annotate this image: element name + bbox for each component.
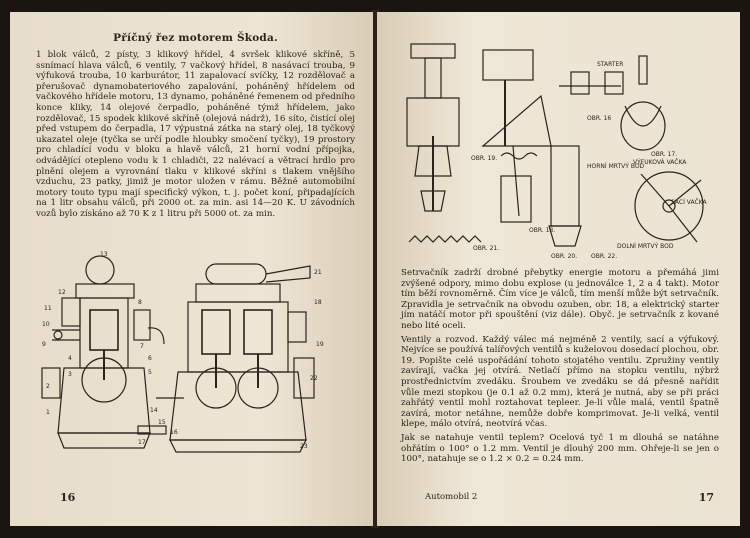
svg-text:16: 16 [170, 429, 178, 436]
valves-paragraph: Ventily a rozvod. Každý válec má nejméně… [401, 334, 719, 430]
svg-text:15: 15 [158, 419, 166, 426]
svg-text:23: 23 [300, 443, 308, 450]
svg-text:9: 9 [42, 341, 46, 348]
left-page-title: Příčný řez motorem Škoda. [113, 32, 278, 44]
valve-expansion-paragraph: Jak se natahuje ventil teplem? Ocelová t… [401, 432, 719, 465]
svg-text:21: 21 [314, 269, 322, 276]
fig20-title: OBR. 20. [551, 253, 577, 260]
book-gutter [371, 10, 379, 528]
right-page-text: Setrvačník zadrží drobné přebytky energi… [401, 268, 719, 465]
intake-cam-label: SACÍ VAČKA [671, 199, 708, 206]
bottom-dead-center-label: DOLNÍ MRTVÝ BOD [617, 243, 674, 250]
flywheel-paragraph: Setrvačník zadrží drobné přebytky energi… [401, 268, 719, 331]
svg-text:22: 22 [310, 375, 318, 382]
right-page-footer: Automobil 2 [425, 492, 478, 502]
svg-text:7: 7 [140, 343, 144, 350]
svg-text:11: 11 [44, 305, 52, 312]
svg-text:5: 5 [148, 369, 152, 376]
svg-text:17: 17 [138, 439, 146, 446]
svg-text:13: 13 [100, 251, 108, 258]
right-page-number: 17 [698, 491, 714, 504]
svg-text:10: 10 [42, 321, 50, 328]
svg-text:8: 8 [138, 299, 142, 306]
svg-text:4: 4 [68, 355, 72, 362]
right-page: OBR. 21. OBR. 19. OBR. 16 OBR. 17. OBR. … [377, 12, 740, 526]
left-page: Příčný řez motorem Škoda. 1 blok válců, … [10, 12, 373, 526]
svg-text:18: 18 [314, 299, 322, 306]
svg-text:1: 1 [46, 409, 50, 416]
svg-text:2: 2 [46, 383, 50, 390]
left-page-number: 16 [60, 491, 76, 504]
svg-text:19: 19 [316, 341, 324, 348]
svg-text:6: 6 [148, 355, 152, 362]
fig16-title: OBR. 16 [587, 115, 611, 122]
svg-text:3: 3 [68, 371, 72, 378]
valve-flywheel-figures: OBR. 21. OBR. 19. OBR. 16 OBR. 17. OBR. … [406, 43, 708, 260]
top-dead-center-label: HORNÍ MRTVÝ BOD [587, 163, 645, 170]
fig19-title: OBR. 19. [471, 155, 497, 162]
svg-text:14: 14 [150, 407, 158, 414]
fig22-title: OBR. 22. [591, 253, 617, 260]
fig17-title: OBR. 17. [651, 151, 677, 158]
svg-text:12: 12 [58, 289, 66, 296]
fig18-title: OBR. 18. [529, 227, 555, 234]
left-page-paragraph: 1 blok válců, 2 písty, 3 klikový hřídel,… [36, 50, 355, 219]
exhaust-cam-label: VÝFUKOVÁ VAČKA [633, 159, 687, 166]
starter-label: STARTER [597, 61, 623, 68]
fig21-title: OBR. 21. [473, 245, 499, 252]
